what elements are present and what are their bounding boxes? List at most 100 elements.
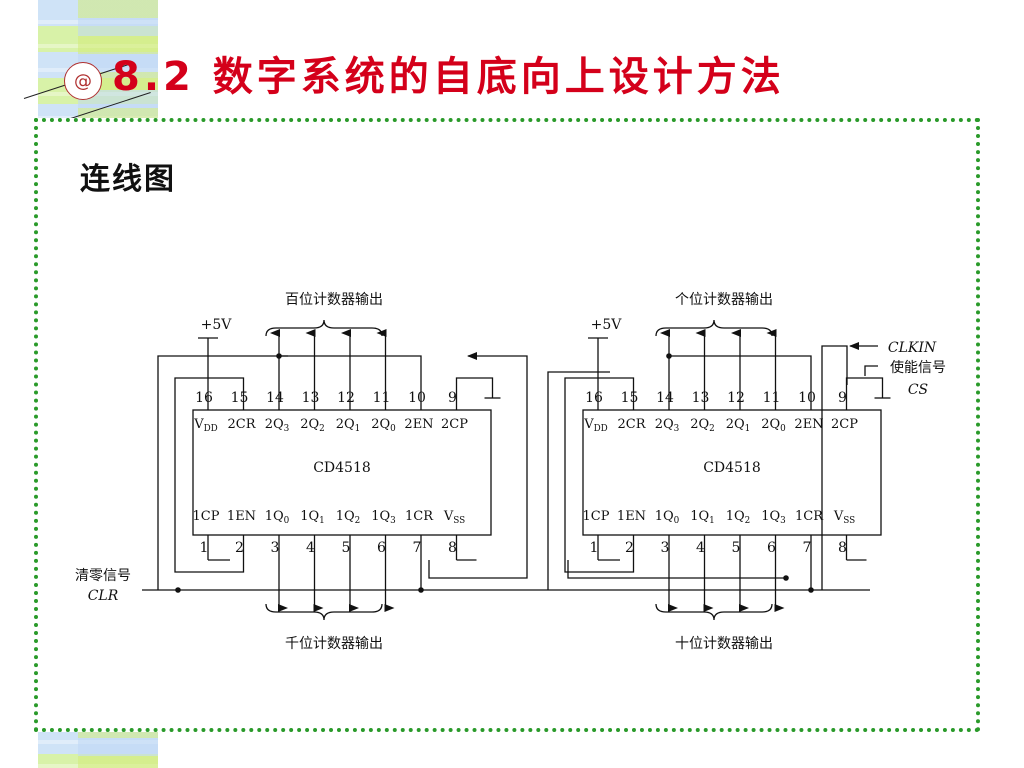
enable-label: 使能信号 xyxy=(890,359,946,376)
pin-number: 16 xyxy=(195,390,213,406)
clock-input-label: CLKIN xyxy=(888,340,937,356)
pin-number: 3 xyxy=(271,540,280,556)
pin-label: 2CP xyxy=(831,417,858,432)
junction-dot xyxy=(783,575,789,581)
pin-number: 1 xyxy=(200,540,209,556)
pin-label: VDD xyxy=(193,417,218,434)
pin-label: 2Q1 xyxy=(726,417,751,434)
pin-label: VSS xyxy=(833,509,855,526)
pin-label: 2EN xyxy=(794,417,823,432)
pin-label: 1Q0 xyxy=(655,509,680,526)
pin-label: 1EN xyxy=(617,509,646,524)
carry-wire xyxy=(428,355,528,579)
pin-label: 2CR xyxy=(617,417,646,432)
pin-number: 7 xyxy=(803,540,812,556)
pin-number: 8 xyxy=(838,540,847,556)
pin-label: 2EN xyxy=(404,417,433,432)
pin-label: 2CP xyxy=(441,417,468,432)
pin-label: 2Q3 xyxy=(265,417,290,434)
pin-number: 12 xyxy=(727,390,745,406)
pin-number: 15 xyxy=(621,390,639,406)
pin-number: 5 xyxy=(342,540,351,556)
pin-number: 11 xyxy=(763,390,781,406)
chip-body-left xyxy=(192,409,492,536)
pin-number: 10 xyxy=(408,390,426,406)
logo-at-icon: @ xyxy=(64,62,102,100)
pin-label: 1Q2 xyxy=(336,509,361,526)
pin-label: 2Q1 xyxy=(336,417,361,434)
pin-number: 9 xyxy=(838,390,847,406)
right-outer-wire xyxy=(547,371,610,590)
cp-ground xyxy=(845,377,884,398)
cp-ground xyxy=(455,377,494,398)
chip-name: CD4518 xyxy=(703,460,761,476)
top-output-label: 个位计数器输出 xyxy=(675,292,773,308)
chip-body-right xyxy=(582,409,882,536)
pin-label: 1Q3 xyxy=(761,509,786,526)
en-wire xyxy=(279,355,422,385)
cr-loop xyxy=(564,377,635,573)
pin-number: 2 xyxy=(235,540,244,556)
pin-number: 4 xyxy=(306,540,315,556)
pin-number: 14 xyxy=(266,390,284,406)
chip-name: CD4518 xyxy=(313,460,371,476)
clear-symbol: CLR xyxy=(88,588,119,604)
output-brace-top xyxy=(265,319,383,337)
pin-label: 1Q3 xyxy=(371,509,396,526)
pin-number: 12 xyxy=(337,390,355,406)
pin-number: 6 xyxy=(377,540,386,556)
output-brace-top xyxy=(655,319,773,337)
pin-number: 2 xyxy=(625,540,634,556)
pin-label: 1CR xyxy=(795,509,824,524)
pin-label: 2Q3 xyxy=(655,417,680,434)
junction-dot xyxy=(666,353,672,359)
pin-number: 8 xyxy=(448,540,457,556)
output-brace-bottom xyxy=(265,603,383,621)
right-carry-wire xyxy=(567,560,786,579)
left-outer-wire xyxy=(157,355,288,590)
pin-number: 14 xyxy=(656,390,674,406)
pin-label: 1CP xyxy=(193,509,220,524)
pin-label: 1Q0 xyxy=(265,509,290,526)
pin-number: 11 xyxy=(373,390,391,406)
pin-label: 2Q0 xyxy=(371,417,396,434)
pin-number: 5 xyxy=(732,540,741,556)
supply-label: +5V xyxy=(591,317,623,333)
pin-number: 9 xyxy=(448,390,457,406)
clk-wire xyxy=(821,345,848,590)
pin-label: 1CP xyxy=(583,509,610,524)
pin-number: 1 xyxy=(590,540,599,556)
bottom-output-label: 十位计数器输出 xyxy=(675,636,773,652)
pin-label: 1CR xyxy=(405,509,434,524)
cr-loop xyxy=(174,377,245,573)
pin-label: 1Q1 xyxy=(690,509,715,526)
pin-number: 3 xyxy=(661,540,670,556)
pin-number: 13 xyxy=(692,390,710,406)
pin-label: 2Q2 xyxy=(690,417,715,434)
pin-label: 2Q0 xyxy=(761,417,786,434)
cs-wire xyxy=(864,365,878,376)
pin-label: 1Q2 xyxy=(726,509,751,526)
pin-number: 16 xyxy=(585,390,603,406)
pin-label: 2CR xyxy=(227,417,256,432)
bottom-output-label: 千位计数器输出 xyxy=(285,636,383,652)
pin-number: 13 xyxy=(302,390,320,406)
pin-number: 10 xyxy=(798,390,816,406)
output-brace-bottom xyxy=(655,603,773,621)
section-subtitle: 连线图 xyxy=(80,162,176,197)
supply-label: +5V xyxy=(201,317,233,333)
pin-label: 1Q1 xyxy=(300,509,325,526)
top-output-label: 百位计数器输出 xyxy=(285,292,383,308)
pin-label: VDD xyxy=(583,417,608,434)
pin-number: 4 xyxy=(696,540,705,556)
junction-dot xyxy=(175,587,181,593)
slide-title: 8.2 数字系统的自底向上设计方法 xyxy=(112,54,785,100)
en-wire xyxy=(669,355,812,385)
pin-label: 2Q2 xyxy=(300,417,325,434)
pin-number: 7 xyxy=(413,540,422,556)
enable-symbol: CS xyxy=(908,382,928,398)
pin-number: 15 xyxy=(231,390,249,406)
pin-label: VSS xyxy=(443,509,465,526)
pin-label: 1EN xyxy=(227,509,256,524)
